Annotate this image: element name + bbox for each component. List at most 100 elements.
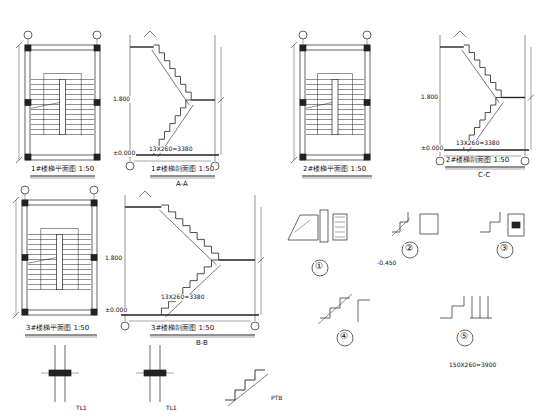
line [255,195,256,321]
line [303,39,304,45]
drawing-title: B-B [195,340,209,348]
line [63,254,92,255]
line [25,194,26,200]
line [215,35,216,161]
line [470,318,492,319]
line [335,227,345,228]
line [306,79,332,80]
line [63,264,92,265]
line [28,259,57,260]
callout-number: ③ [499,244,509,254]
callout-number: ① [314,262,324,272]
line [66,109,95,110]
line [63,269,92,270]
polyline [464,45,501,98]
line [31,94,60,95]
line [488,296,489,318]
line [150,31,156,37]
line [41,373,79,374]
outline [30,50,95,155]
line [121,314,259,315]
outline [91,309,97,315]
line [125,195,126,321]
axis-bubble [402,242,418,258]
line [462,50,499,103]
line [63,259,92,260]
axis-bubble [521,157,529,165]
line [191,99,215,100]
line [302,178,372,179]
line [134,161,211,162]
line [66,89,95,90]
line [28,234,57,235]
dimension-text: 1.800 [420,94,439,101]
line [358,300,359,322]
line [525,35,526,156]
dimension-text: ±0.000 [420,145,444,152]
dimension-text: 13X260=3380 [160,294,206,301]
line [291,157,297,163]
line [31,134,60,135]
line [28,249,57,250]
line [306,89,332,90]
axis-bubble [24,31,32,39]
line [28,274,57,275]
line [306,134,332,135]
line [31,119,60,120]
line [31,79,60,80]
line [31,109,60,110]
outline [22,200,97,315]
line [338,79,364,80]
outline [300,45,370,160]
line [66,134,95,135]
axis-bubble [121,322,129,330]
line [335,232,345,233]
outline [22,200,28,206]
line [145,191,151,197]
line [302,175,372,176]
callout-number: ② [404,244,414,254]
line [31,99,60,100]
outline [364,45,370,51]
line [28,269,57,270]
outline [364,154,370,160]
outline [91,200,97,206]
polyline [161,260,218,315]
line [66,129,95,130]
line [338,89,364,90]
line [63,239,92,240]
line [129,321,251,322]
line [335,217,345,218]
line [218,97,224,103]
line [63,289,92,290]
line [63,244,92,245]
line [66,104,95,105]
line [528,95,534,101]
outline [94,154,100,160]
line [152,50,189,105]
drawing-title: 2#楼梯剖面图 1:50 [445,157,510,165]
axis-bubble [251,322,259,330]
line [28,264,57,265]
axis-bubble [457,330,473,346]
line [63,274,92,275]
drawing-title: 1#楼梯剖面图 1:50 [150,166,215,174]
outline [508,214,524,236]
line [338,99,364,100]
line [440,35,441,156]
line [392,218,410,236]
line [150,175,215,176]
linework [13,31,534,406]
line [31,129,60,130]
line [335,222,345,223]
dimension-text: 1.800 [104,255,123,262]
line [16,200,17,315]
line [66,119,95,120]
drawing-title: 1#楼梯平面图 1:50 [30,166,95,174]
line [306,104,332,105]
outline [60,80,66,135]
line [66,114,95,115]
axis-bubble [90,186,98,194]
line [31,124,60,125]
line [306,99,332,100]
